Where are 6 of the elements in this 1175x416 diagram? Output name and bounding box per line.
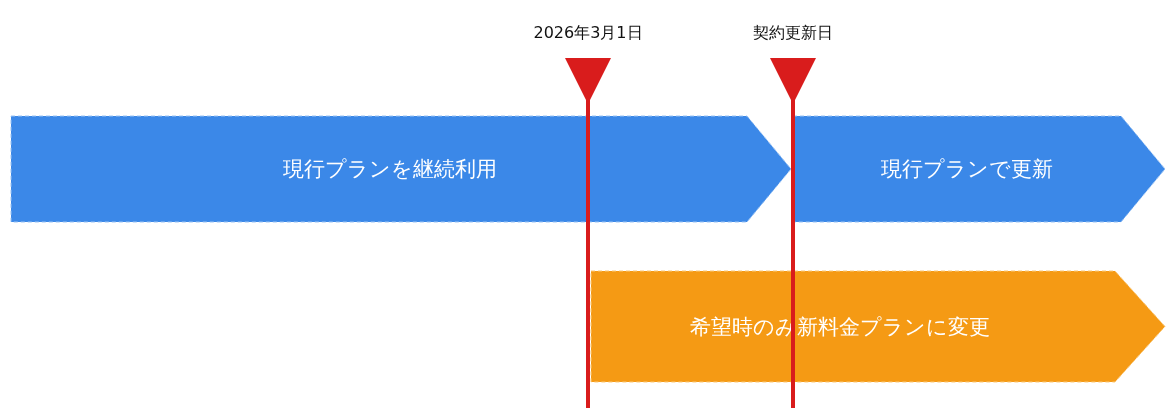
band-label: 現行プランで更新	[881, 156, 1053, 183]
date-label: 契約更新日	[753, 23, 833, 44]
chevron-band	[792, 115, 1166, 223]
date-label: 2026年3月1日	[533, 23, 643, 44]
band-label: 現行プランを継続利用	[283, 156, 497, 183]
chevron-band	[590, 270, 1166, 383]
